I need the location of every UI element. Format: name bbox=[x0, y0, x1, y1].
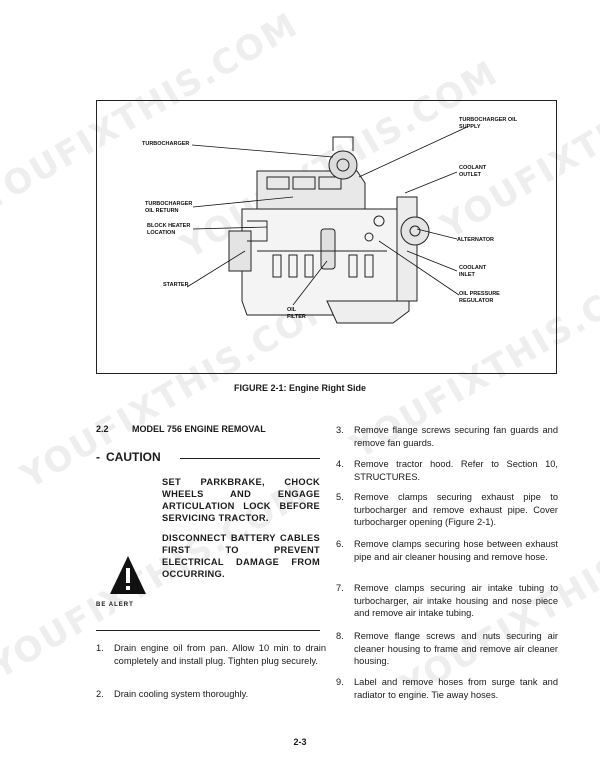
step-number: 2. bbox=[96, 689, 104, 699]
callout-turbocharger: TURBOCHARGER bbox=[142, 141, 190, 147]
section-title: MODEL 756 ENGINE REMOVAL bbox=[132, 424, 266, 434]
callout-starter: STARTER bbox=[163, 282, 189, 288]
step-text: Drain engine oil from pan. Allow 10 min … bbox=[114, 643, 326, 666]
step-text: Drain cooling system thoroughly. bbox=[114, 689, 249, 699]
callout-block-heater-location: BLOCK HEATER LOCATION bbox=[147, 223, 191, 236]
warning-text: SET PARKBRAKE, CHOCK WHEELS AND ENGAGE A… bbox=[162, 477, 320, 523]
engine-figure: TURBOCHARGER TURBOCHARGER OIL SUPPLY COO… bbox=[96, 100, 557, 374]
left-column: 2.2 MODEL 756 ENGINE REMOVAL - CAUTION SE… bbox=[96, 424, 326, 699]
step-number: 9. bbox=[336, 677, 344, 687]
step-text: Remove tractor hood. Refer to Section 10… bbox=[354, 459, 558, 482]
section-heading: 2.2 MODEL 756 ENGINE REMOVAL bbox=[96, 424, 326, 434]
warning-triangle-icon bbox=[110, 556, 146, 594]
step-number: 5. bbox=[336, 492, 344, 502]
caution-warnings: SET PARKBRAKE, CHOCK WHEELS AND ENGAGE A… bbox=[162, 476, 320, 588]
caution-title: CAUTION bbox=[106, 450, 161, 464]
step-number: 4. bbox=[336, 459, 344, 469]
callout-turbocharger-oil-return: TURBOCHARGER OIL RETURN bbox=[145, 201, 193, 214]
step-text: Label and remove hoses from surge tank a… bbox=[354, 677, 558, 700]
warning-text: DISCONNECT BATTERY CABLES FIRST TO PREVE… bbox=[162, 533, 320, 579]
callout-turbocharger-oil-supply: TURBOCHARGER OIL SUPPLY bbox=[459, 117, 517, 130]
step-number: 8. bbox=[336, 631, 344, 641]
section-number: 2.2 bbox=[96, 424, 109, 434]
step-text: Remove flange screws and nuts securing a… bbox=[354, 631, 558, 666]
step-text: Remove clamps securing air intake tubing… bbox=[354, 583, 558, 618]
step-text: Remove clamps securing exhaust pipe to t… bbox=[354, 492, 558, 527]
step-number: 6. bbox=[336, 539, 344, 549]
callout-oil-filter: OIL FILTER bbox=[287, 307, 306, 320]
caution-bottom-rule bbox=[96, 630, 320, 631]
page-number: 2-3 bbox=[293, 737, 307, 747]
callout-alternator: ALTERNATOR bbox=[457, 237, 494, 243]
step-number: 7. bbox=[336, 583, 344, 593]
figure-caption: FIGURE 2-1: Engine Right Side bbox=[233, 383, 366, 393]
step-text: Remove flange screws securing fan guards… bbox=[354, 425, 558, 448]
callout-coolant-outlet: COOLANT OUTLET bbox=[459, 165, 487, 178]
callout-coolant-inlet: COOLANT INLET bbox=[459, 265, 487, 278]
caution-header: - CAUTION bbox=[96, 450, 320, 466]
be-alert-label: BE ALERT bbox=[96, 602, 134, 608]
caution-dash: - bbox=[96, 450, 100, 464]
engine-drawing bbox=[186, 126, 468, 324]
caution-rule bbox=[180, 458, 320, 459]
callout-oil-pressure-regulator: OIL PRESSURE REGULATOR bbox=[459, 291, 500, 304]
step-number: 1. bbox=[96, 643, 104, 653]
step-number: 3. bbox=[336, 425, 344, 435]
step-text: Remove clamps securing hose between exha… bbox=[354, 539, 558, 562]
